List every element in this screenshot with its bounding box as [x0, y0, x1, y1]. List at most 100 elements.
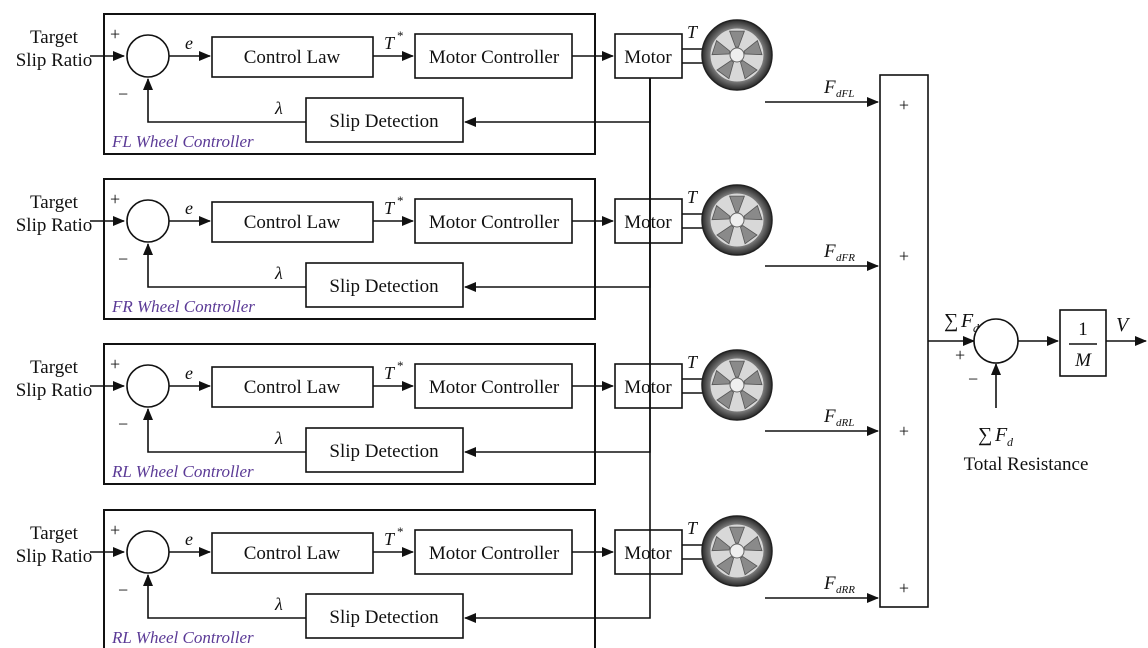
sum-plus-3: +	[899, 421, 909, 441]
wheel-controller-frame	[103, 178, 596, 320]
error-summing-junction	[126, 364, 170, 408]
torque-ref-label: T	[384, 33, 396, 53]
torque-ref-label: T	[384, 198, 396, 218]
motor-label: Motor	[624, 543, 672, 564]
slip-detection-block	[305, 593, 464, 639]
torque-label: T	[687, 518, 699, 538]
motor-block	[614, 33, 683, 79]
drive-force-sub: dRR	[836, 584, 855, 596]
slip-feedback-arrow	[143, 78, 306, 123]
motor-block	[614, 198, 683, 244]
sum-plus-4: +	[899, 578, 909, 598]
target-label: Target	[30, 357, 79, 378]
slip-feedback-arrow	[143, 408, 306, 453]
junction-minus: −	[118, 580, 128, 600]
resistance-minus: −	[968, 369, 978, 389]
total-force-sigma: ∑	[944, 310, 958, 332]
wheel-speed-feedback	[464, 78, 651, 623]
motor-controller-label: Motor Controller	[429, 212, 560, 233]
junction-plus: +	[110, 354, 120, 374]
wheel-controller-frame	[103, 343, 596, 485]
motor-controller-label: Motor Controller	[429, 47, 560, 68]
slip-ratio-label: Slip Ratio	[16, 380, 93, 401]
junction-plus: +	[110, 24, 120, 44]
wheel-controller-label: RL Wheel Controller	[111, 628, 254, 647]
resistance-label: F	[994, 424, 1008, 446]
error-summing-junction	[126, 530, 170, 574]
slip-detection-label: Slip Detection	[329, 276, 439, 297]
motor-label: Motor	[624, 212, 672, 233]
junction-minus: −	[118, 414, 128, 434]
drive-force-sub: dFL	[836, 88, 854, 100]
slip-ratio-label: Slip Ratio	[16, 50, 93, 71]
error-label: e	[185, 529, 193, 549]
torque-label: T	[687, 187, 699, 207]
control-law-block	[211, 36, 374, 78]
gain-denominator: M	[1074, 350, 1092, 371]
control-law-block	[211, 201, 374, 243]
tire-icon	[701, 515, 773, 587]
resistance-sub: d	[1007, 435, 1014, 449]
junction-minus: −	[118, 84, 128, 104]
gain-numerator: 1	[1078, 319, 1088, 340]
total-resistance-caption: Total Resistance	[964, 454, 1089, 475]
motor-controller-block	[414, 33, 573, 79]
motor-label: Motor	[624, 47, 672, 68]
slip-detection-label: Slip Detection	[329, 607, 439, 628]
torque-label: T	[687, 22, 699, 42]
tire-icon	[701, 349, 773, 421]
motor-label: Motor	[624, 377, 672, 398]
velocity-label: V	[1116, 314, 1131, 336]
torque-ref-label: T	[384, 363, 396, 383]
output-section: ∑ F d + − ∑ F d Total Resistance 1 M V	[928, 309, 1147, 475]
slip-detection-block	[305, 262, 464, 308]
slip-label: λ	[274, 594, 283, 614]
slip-detection-block	[305, 427, 464, 473]
summation-block	[879, 74, 929, 608]
wheel-controller-label: FR Wheel Controller	[111, 297, 255, 316]
resistance-summing-junction	[973, 318, 1019, 364]
slip-feedback-arrow	[143, 574, 306, 619]
slip-ratio-label: Slip Ratio	[16, 215, 93, 236]
tire-icon	[701, 184, 773, 256]
target-label: Target	[30, 192, 79, 213]
wheel-speed-feedback	[464, 78, 651, 292]
slip-detection-label: Slip Detection	[329, 111, 439, 132]
target-label: Target	[30, 27, 79, 48]
wheel-controller-label: RL Wheel Controller	[111, 462, 254, 481]
drive-force-label: F	[823, 406, 836, 427]
error-summing-junction	[126, 199, 170, 243]
slip-label: λ	[274, 263, 283, 283]
slip-label: λ	[274, 98, 283, 118]
wheel-controller-frame	[103, 509, 596, 648]
error-summing-junction	[126, 34, 170, 78]
torque-label: T	[687, 352, 699, 372]
error-label: e	[185, 33, 193, 53]
torque-ref-superscript: *	[397, 358, 404, 373]
control-law-label: Control Law	[244, 47, 341, 68]
inverse-mass-block	[1059, 309, 1107, 377]
wheel-speed-feedback	[464, 78, 651, 127]
motor-controller-block	[414, 363, 573, 409]
slip-detection-label: Slip Detection	[329, 441, 439, 462]
torque-ref-superscript: *	[397, 524, 404, 539]
torque-ref-superscript: *	[397, 28, 404, 43]
motor-block	[614, 363, 683, 409]
drive-force-label: F	[823, 241, 836, 262]
error-label: e	[185, 198, 193, 218]
control-law-label: Control Law	[244, 377, 341, 398]
sum-plus-2: +	[899, 246, 909, 266]
drive-force-label: F	[823, 573, 836, 594]
junction-plus: +	[110, 189, 120, 209]
junction-minus: −	[118, 249, 128, 269]
torque-ref-superscript: *	[397, 193, 404, 208]
resistance-sigma: ∑	[978, 424, 992, 446]
slip-detection-block	[305, 97, 464, 143]
total-force-sub: d	[973, 321, 980, 335]
wheel-controller-label: FL Wheel Controller	[111, 132, 254, 151]
